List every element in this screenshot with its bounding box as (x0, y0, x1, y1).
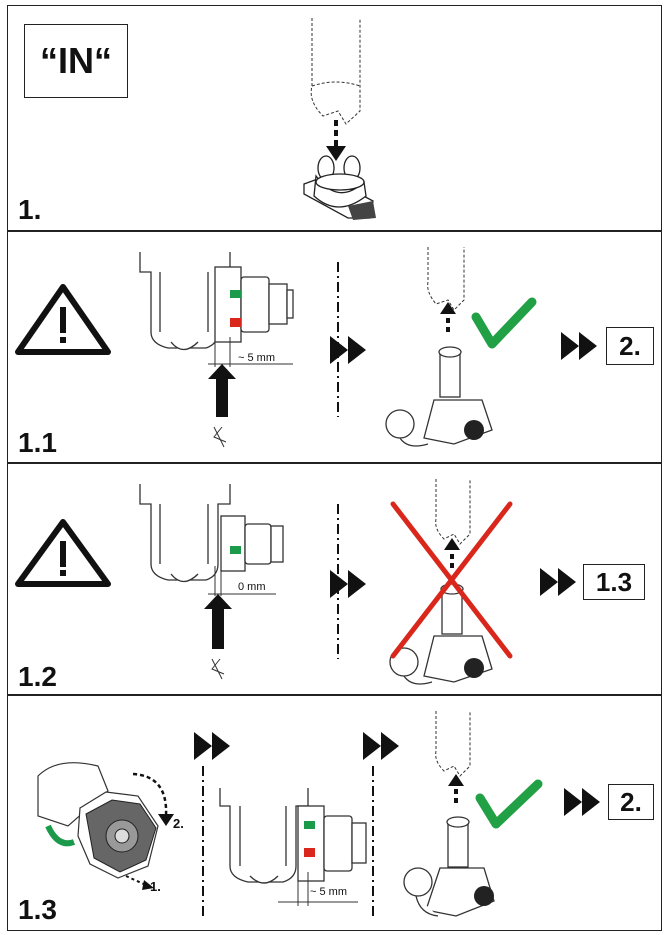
warning-icon (15, 519, 111, 587)
mode-label-box: “IN“ (24, 24, 128, 98)
star-knob-icon (464, 658, 484, 678)
gap-measure-label: ~ 5 mm (310, 886, 347, 898)
forward-arrows-icon (330, 570, 366, 598)
check-icon (475, 779, 543, 829)
goto-step-label: 1.3 (595, 566, 633, 597)
panel-step-1-3: 1.3 1. 2. ~ 5 mm 2. (7, 695, 662, 931)
gap-measure-label: 0 mm (238, 581, 266, 593)
forward-arrows-icon (330, 336, 366, 364)
turn-step-1-label: 1. (150, 879, 161, 894)
goto-step-label: 2. (619, 330, 641, 361)
goto-step-box[interactable]: 2. (606, 327, 654, 365)
check-icon (471, 297, 537, 349)
goto-step-label: 2. (620, 786, 642, 817)
panel-step-1-1: 1.1 ~ 5 mm 2. (7, 231, 662, 463)
panel-step-1: “IN“ 1. (7, 5, 662, 231)
insert-illustration (303, 18, 376, 220)
forward-arrows-icon (194, 732, 230, 760)
forward-arrows-icon (540, 568, 576, 596)
goto-step-box[interactable]: 1.3 (583, 564, 645, 600)
cross-icon (390, 501, 513, 659)
check-gap-illustration (15, 247, 597, 448)
step-number: 1. (18, 194, 42, 225)
step-number: 1.1 (18, 427, 57, 458)
forward-arrows-icon (363, 732, 399, 760)
mode-label: “IN“ (40, 40, 112, 81)
star-knob-icon (464, 420, 484, 440)
warning-icon (15, 284, 111, 355)
release-illustration (37, 711, 600, 917)
star-knob-icon (474, 886, 494, 906)
turn-step-2-label: 2. (173, 816, 184, 831)
forward-arrows-icon (561, 332, 597, 360)
forward-arrows-icon (564, 788, 600, 816)
step-number: 1.3 (18, 894, 57, 925)
panel-step-1-2: 1.2 0 mm 1.3 (7, 463, 662, 695)
gap-measure-label: ~ 5 mm (238, 352, 275, 364)
step-number: 1.2 (18, 661, 57, 692)
no-gap-illustration (15, 479, 576, 685)
goto-step-box[interactable]: 2. (608, 784, 654, 820)
